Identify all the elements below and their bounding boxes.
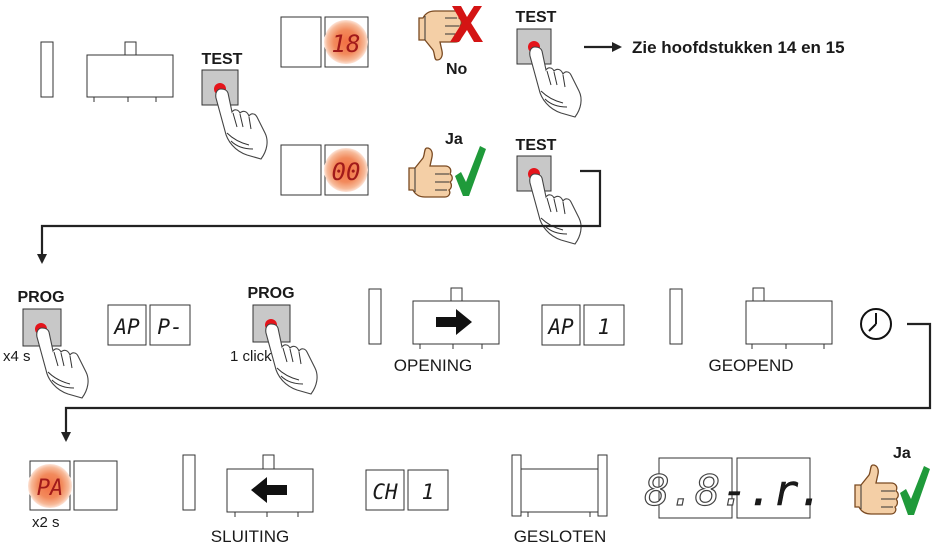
hand-press-icon: [529, 46, 582, 118]
clock-icon: [860, 308, 892, 340]
arrow-left-icon: [251, 477, 287, 503]
ja-label: Ja: [893, 445, 911, 462]
gate-motor-open: [745, 287, 833, 349]
display-value-1: 1: [422, 480, 435, 504]
test-button-press: [201, 69, 268, 160]
flow-connector: [37, 169, 602, 264]
display-00: 00: [280, 144, 369, 196]
thumbs-up-icon: [854, 464, 899, 515]
display-value-final: -.r.: [722, 466, 823, 515]
door-panel: [182, 454, 196, 511]
hand-press-icon: [529, 173, 582, 245]
checkmark-icon: [455, 146, 486, 196]
display-ch-1: CH 1: [365, 469, 449, 511]
no-label: No: [446, 61, 468, 78]
display-value-1: 1: [598, 315, 611, 339]
hold-x4s-label: x4 s: [3, 348, 31, 365]
hand-press-icon: [36, 327, 89, 399]
prog-label: PROG: [17, 289, 64, 306]
prog-button-press: [252, 304, 318, 395]
thumbs-up-icon: [408, 147, 453, 198]
see-chapters-text: Zie hoofdstukken 14 en 15: [632, 38, 845, 57]
display-value-18: 18: [332, 30, 361, 58]
prog-button-press: [22, 308, 89, 399]
prog-label: PROG: [247, 285, 294, 302]
display-value-ap: AP: [112, 315, 140, 339]
opening-label: OPENING: [394, 356, 472, 375]
sluiting-label: SLUITING: [211, 527, 289, 546]
display-value-88: 8.8.: [644, 466, 745, 515]
test-label: TEST: [516, 9, 557, 26]
display-value-ap: AP: [546, 315, 574, 339]
test-label: TEST: [516, 137, 557, 154]
door-panel: [40, 41, 54, 98]
display-value-00: 00: [332, 158, 361, 186]
ja-label: Ja: [445, 131, 463, 148]
hand-press-icon: [215, 88, 268, 160]
gate-closed: [511, 454, 608, 517]
arrow-right-icon: [436, 309, 472, 335]
display-value-p-dash: P-: [157, 315, 182, 339]
display-final: 8.8. -.r.: [644, 457, 824, 519]
test-button-press: [516, 155, 582, 245]
hold-x2s-label: x2 s: [32, 514, 60, 531]
display-pa: PA: [28, 460, 118, 511]
display-value-pa: PA: [37, 476, 64, 501]
door-panel: [669, 288, 683, 345]
test-label: TEST: [202, 51, 243, 68]
gate-motor-opening: [412, 287, 500, 349]
test-button-press: [516, 28, 582, 118]
one-click-label: 1 click: [230, 348, 272, 365]
display-ap-1: AP 1: [541, 304, 625, 346]
display-18: 18: [280, 16, 369, 68]
display-ap-p: AP P-: [107, 304, 191, 346]
hand-press-icon: [265, 323, 318, 395]
display-value-ch: CH: [372, 480, 398, 504]
door-panel: [368, 288, 382, 345]
checkmark-icon: [900, 466, 930, 515]
cross-icon: [450, 6, 483, 42]
flow-connector: [61, 322, 932, 442]
geopend-label: GEOPEND: [708, 356, 793, 375]
gate-motor-unit: [86, 41, 174, 102]
gate-motor-closing: [226, 454, 314, 517]
gesloten-label: GESLOTEN: [514, 527, 607, 546]
